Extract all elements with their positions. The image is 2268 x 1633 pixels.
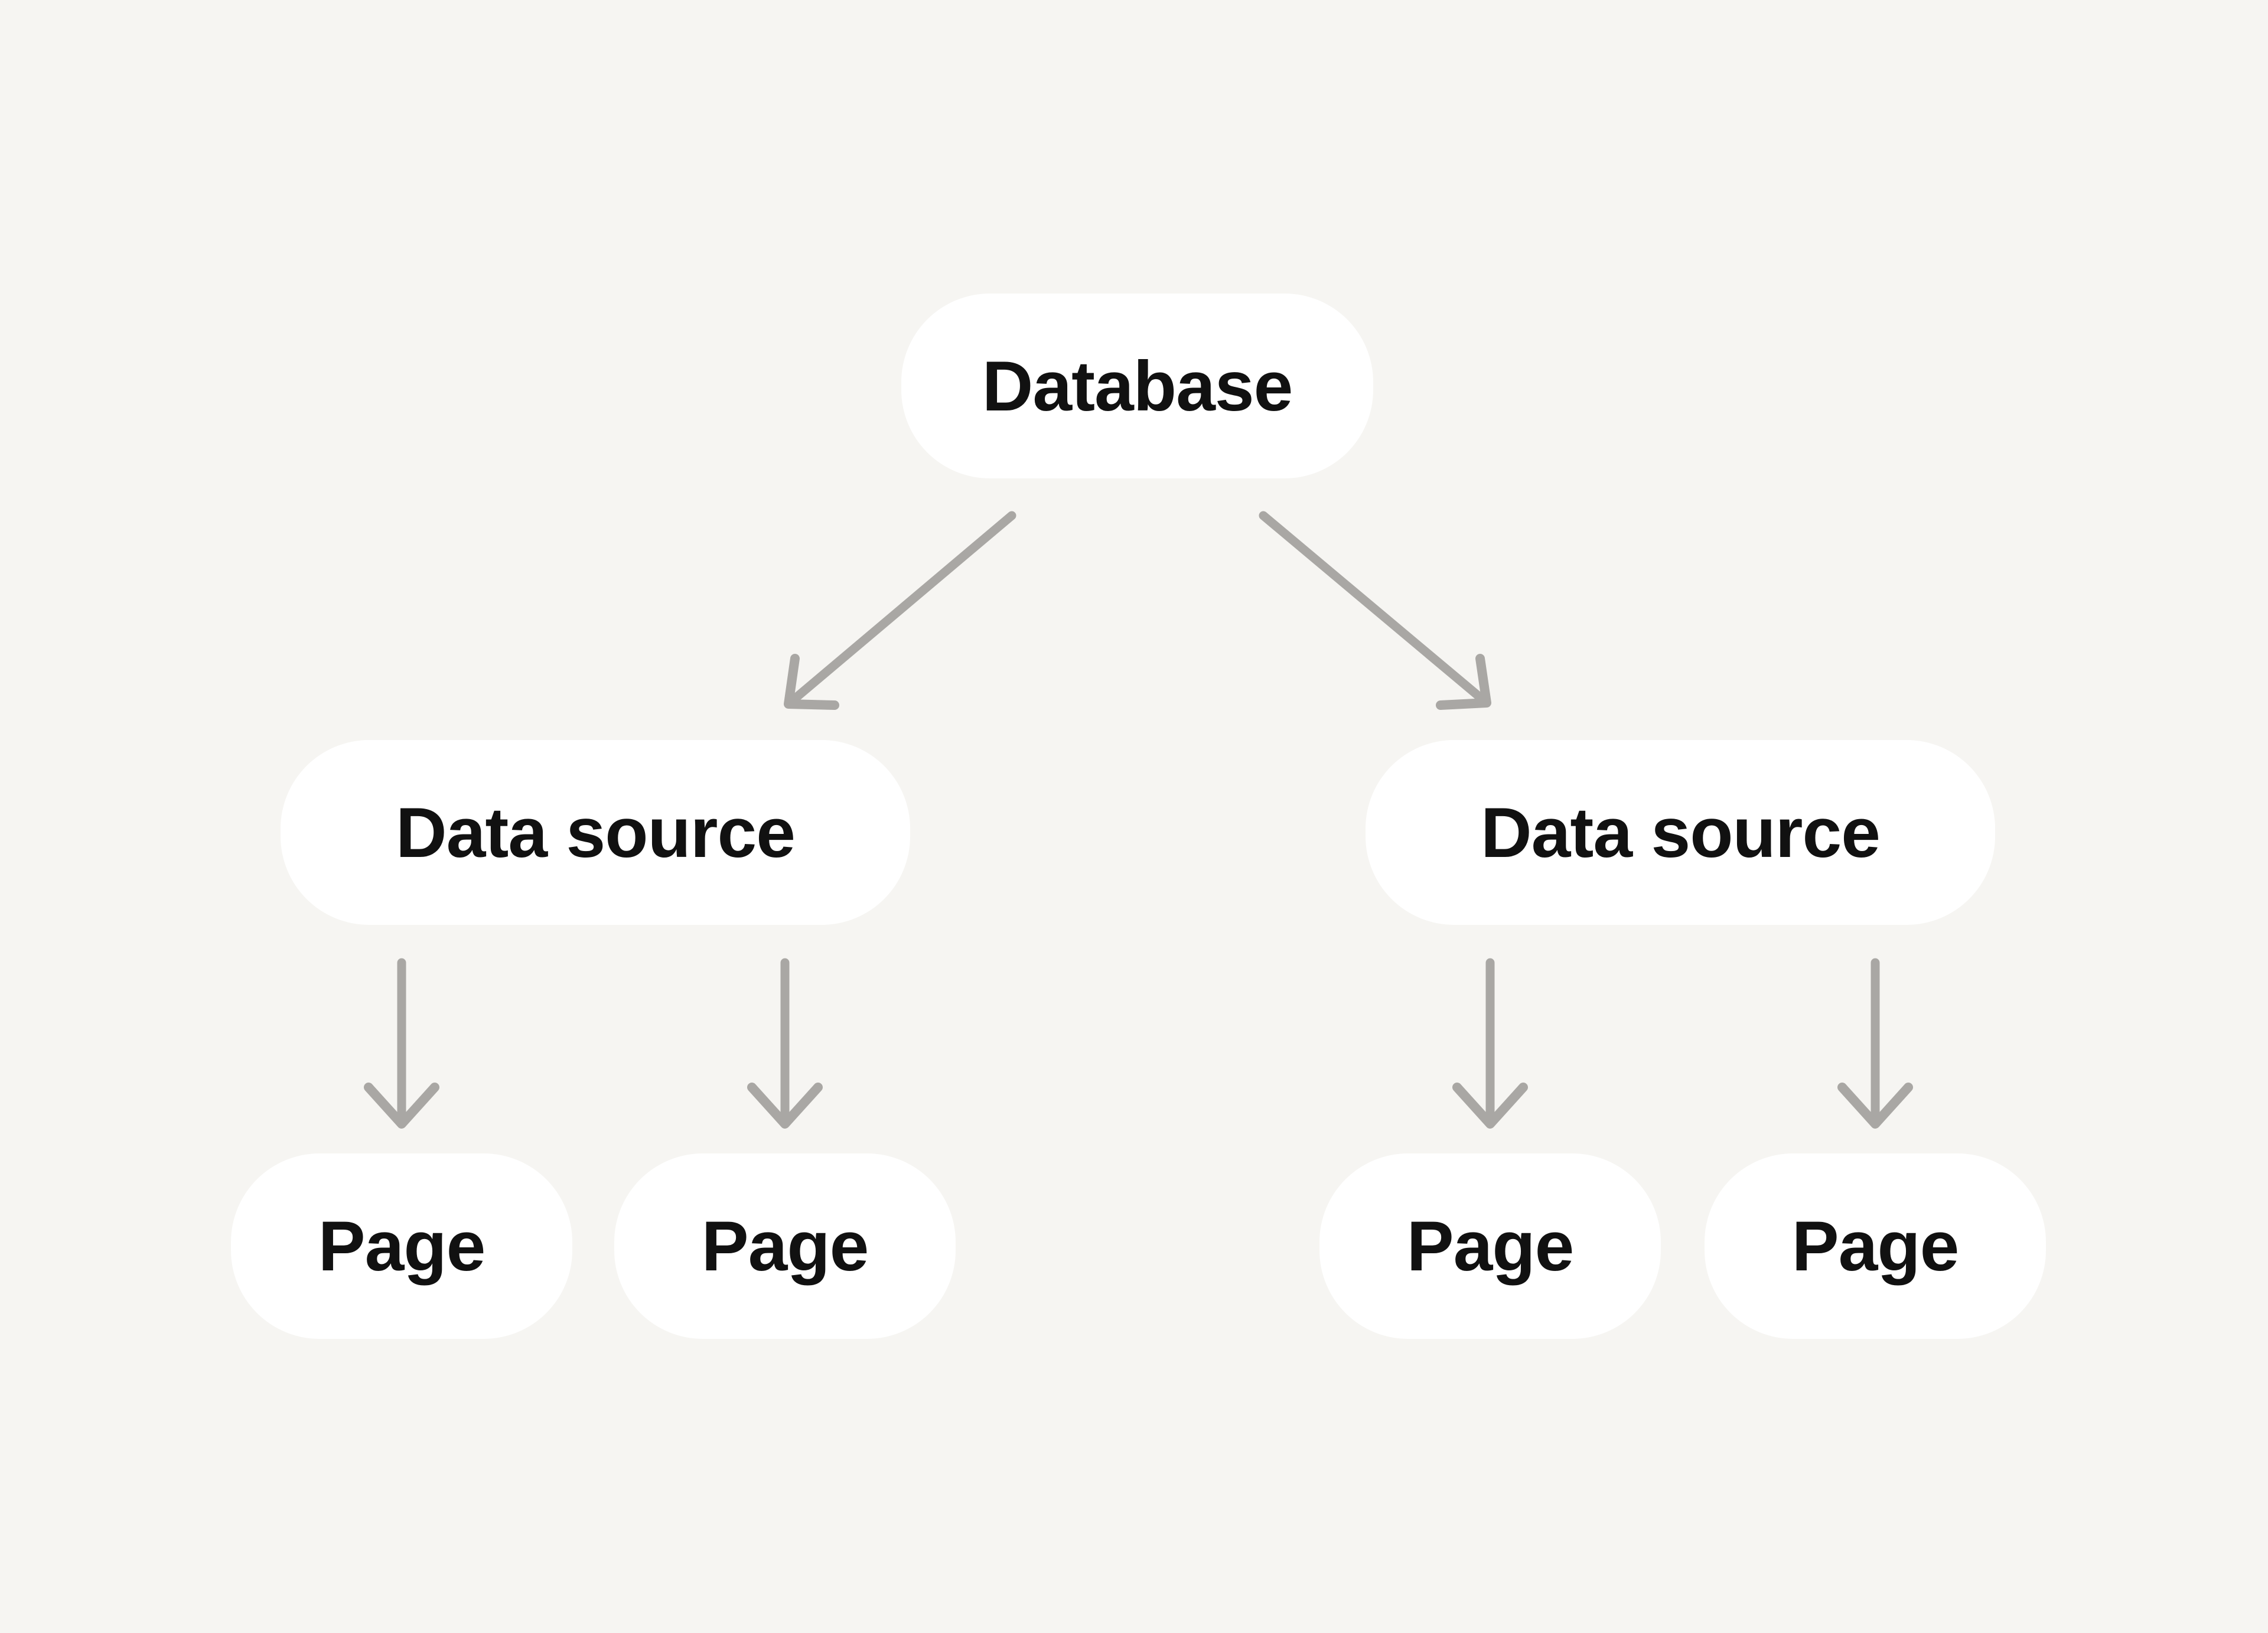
node-page-4: Page xyxy=(1705,1153,2046,1339)
node-database-label: Database xyxy=(982,346,1293,426)
node-data-source-right: Data source xyxy=(1366,740,1995,925)
arrow-data-source-right-to-page-3 xyxy=(1452,958,1528,1129)
node-page-3-label: Page xyxy=(1406,1207,1575,1286)
arrow-database-to-data-source-left xyxy=(784,511,1016,710)
node-page-1-label: Page xyxy=(318,1207,486,1286)
arrow-data-source-left-to-page-2 xyxy=(747,958,823,1129)
node-page-2: Page xyxy=(614,1153,956,1339)
arrow-database-to-data-source-right xyxy=(1259,511,1491,710)
arrow-data-source-right-to-page-4 xyxy=(1837,958,1913,1129)
node-data-source-left: Data source xyxy=(281,740,910,925)
node-page-2-label: Page xyxy=(701,1207,869,1286)
node-data-source-right-label: Data source xyxy=(1481,793,1881,872)
node-data-source-left-label: Data source xyxy=(396,793,796,872)
node-page-1: Page xyxy=(231,1153,572,1339)
node-page-4-label: Page xyxy=(1791,1207,1960,1286)
node-page-3: Page xyxy=(1319,1153,1661,1339)
arrow-data-source-left-to-page-1 xyxy=(364,958,439,1129)
node-database: Database xyxy=(901,294,1373,478)
